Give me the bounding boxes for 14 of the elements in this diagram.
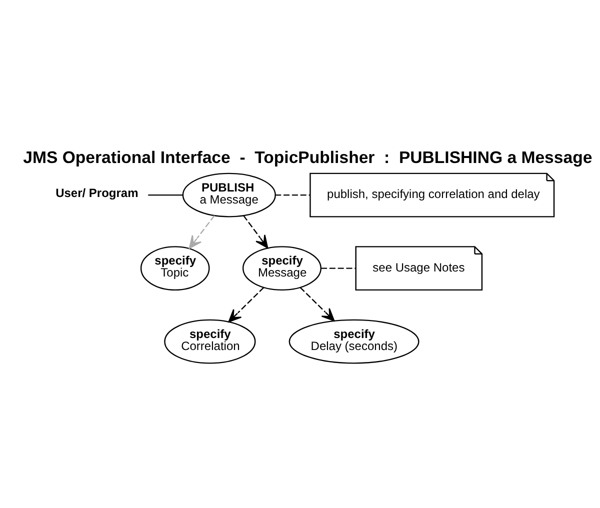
node-ellipse: specify Topic <box>140 246 210 290</box>
connector <box>321 267 356 268</box>
arrow <box>243 214 268 248</box>
node-ellipse: specify Delay (seconds) <box>288 318 420 364</box>
node-ellipse: specify Correlation <box>164 318 256 364</box>
arrow <box>300 286 335 321</box>
arrow <box>188 214 215 248</box>
connector <box>148 194 183 196</box>
arrow <box>228 286 264 322</box>
node-ellipse: PUBLISH a Message <box>182 172 276 217</box>
diagram-title: JMS Operational Interface - TopicPublisher : PUBLISHING a Message <box>23 147 592 166</box>
node-ellipse: specify Message <box>242 246 322 290</box>
node-text: User/ Program <box>56 185 138 200</box>
connector <box>275 194 310 196</box>
